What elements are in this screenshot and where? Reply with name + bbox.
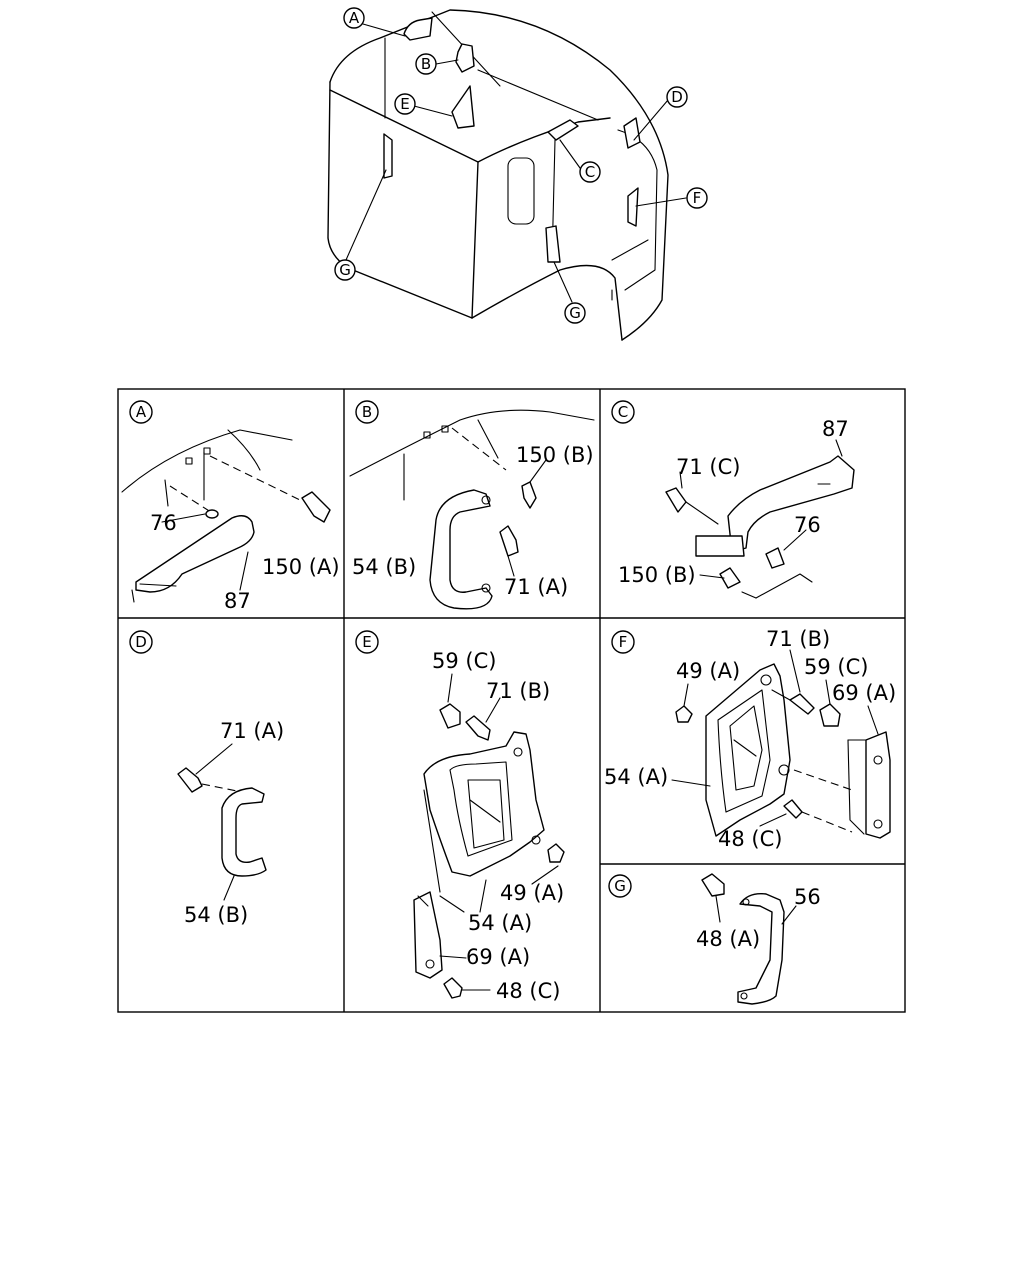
panel-e-label-49a: 49 (A) [500,881,564,905]
panel-f-label-49a: 49 (A) [676,659,740,683]
panel-c-label-150b: 150 (B) [618,563,696,587]
overview-callout-g-left: G [334,259,356,281]
overview-callout-g-right: G [564,302,586,324]
panel-e-label-71b: 71 (B) [486,679,550,703]
panel-c: C [611,400,855,599]
panel-a-label-150a: 150 (A) [262,555,340,579]
panel-e-label-59c: 59 (C) [432,649,496,673]
panel-f-letter: F [619,633,628,651]
panel-a-label-87: 87 [224,589,251,613]
overview-callout-a-text: A [349,9,360,27]
overview-callout-a: A [343,7,365,29]
panel-f-label-48c: 48 (C) [718,827,782,851]
panel-f-label-54a: 54 (A) [604,765,668,789]
panel-f-label-59c: 59 (C) [804,655,868,679]
panel-c-letter: C [618,403,628,421]
overview-callout-b: B [415,53,437,75]
panel-d: D [129,630,267,901]
panel-c-label-76: 76 [794,513,821,537]
panel-b-label-54b: 54 (B) [352,555,416,579]
panel-d-label-54b: 54 (B) [184,903,248,927]
panel-e-label-54a: 54 (A) [468,911,532,935]
panel-a: A [121,400,331,603]
panel-g-letter: G [614,877,626,895]
panel-b-letter: B [362,403,372,421]
overview-callout-d: D [666,86,688,108]
panel-e-label-48c: 48 (C) [496,979,560,1003]
panel-c-label-71c: 71 (C) [676,455,740,479]
overview-callout-g-right-text: G [569,304,581,322]
overview-callout-g-left-text: G [339,261,351,279]
panel-b-label-71a: 71 (A) [504,575,568,599]
panel-f-label-71b: 71 (B) [766,627,830,651]
overview-callout-c-text: C [585,163,595,181]
overview-callout-e: E [394,93,416,115]
overview-callout-b-text: B [421,55,431,73]
panel-e-label-69a: 69 (A) [466,945,530,969]
overview-callout-d-text: D [671,88,683,106]
panel-b: B [349,400,595,610]
panel-f: F [611,630,891,839]
cab-overview [327,9,687,341]
panel-g-label-48a: 48 (A) [696,927,760,951]
panel-a-label-76: 76 [150,511,177,535]
panel-c-label-87: 87 [822,417,849,441]
panel-g: G [608,873,797,1005]
overview-callout-e-text: E [400,95,409,113]
overview-callout-f-text: F [693,189,702,207]
panel-d-label-71a: 71 (A) [220,719,284,743]
panel-f-label-69a: 69 (A) [832,681,896,705]
overview-callout-c: C [579,161,601,183]
panel-a-letter: A [136,403,147,421]
panel-d-letter: D [135,633,147,651]
overview-callout-f: F [686,187,708,209]
panel-b-label-150b: 150 (B) [516,443,594,467]
panel-e-letter: E [362,633,371,651]
panel-e: E [355,630,565,999]
detail-grid [117,388,906,1013]
panel-g-label-56: 56 [794,885,821,909]
